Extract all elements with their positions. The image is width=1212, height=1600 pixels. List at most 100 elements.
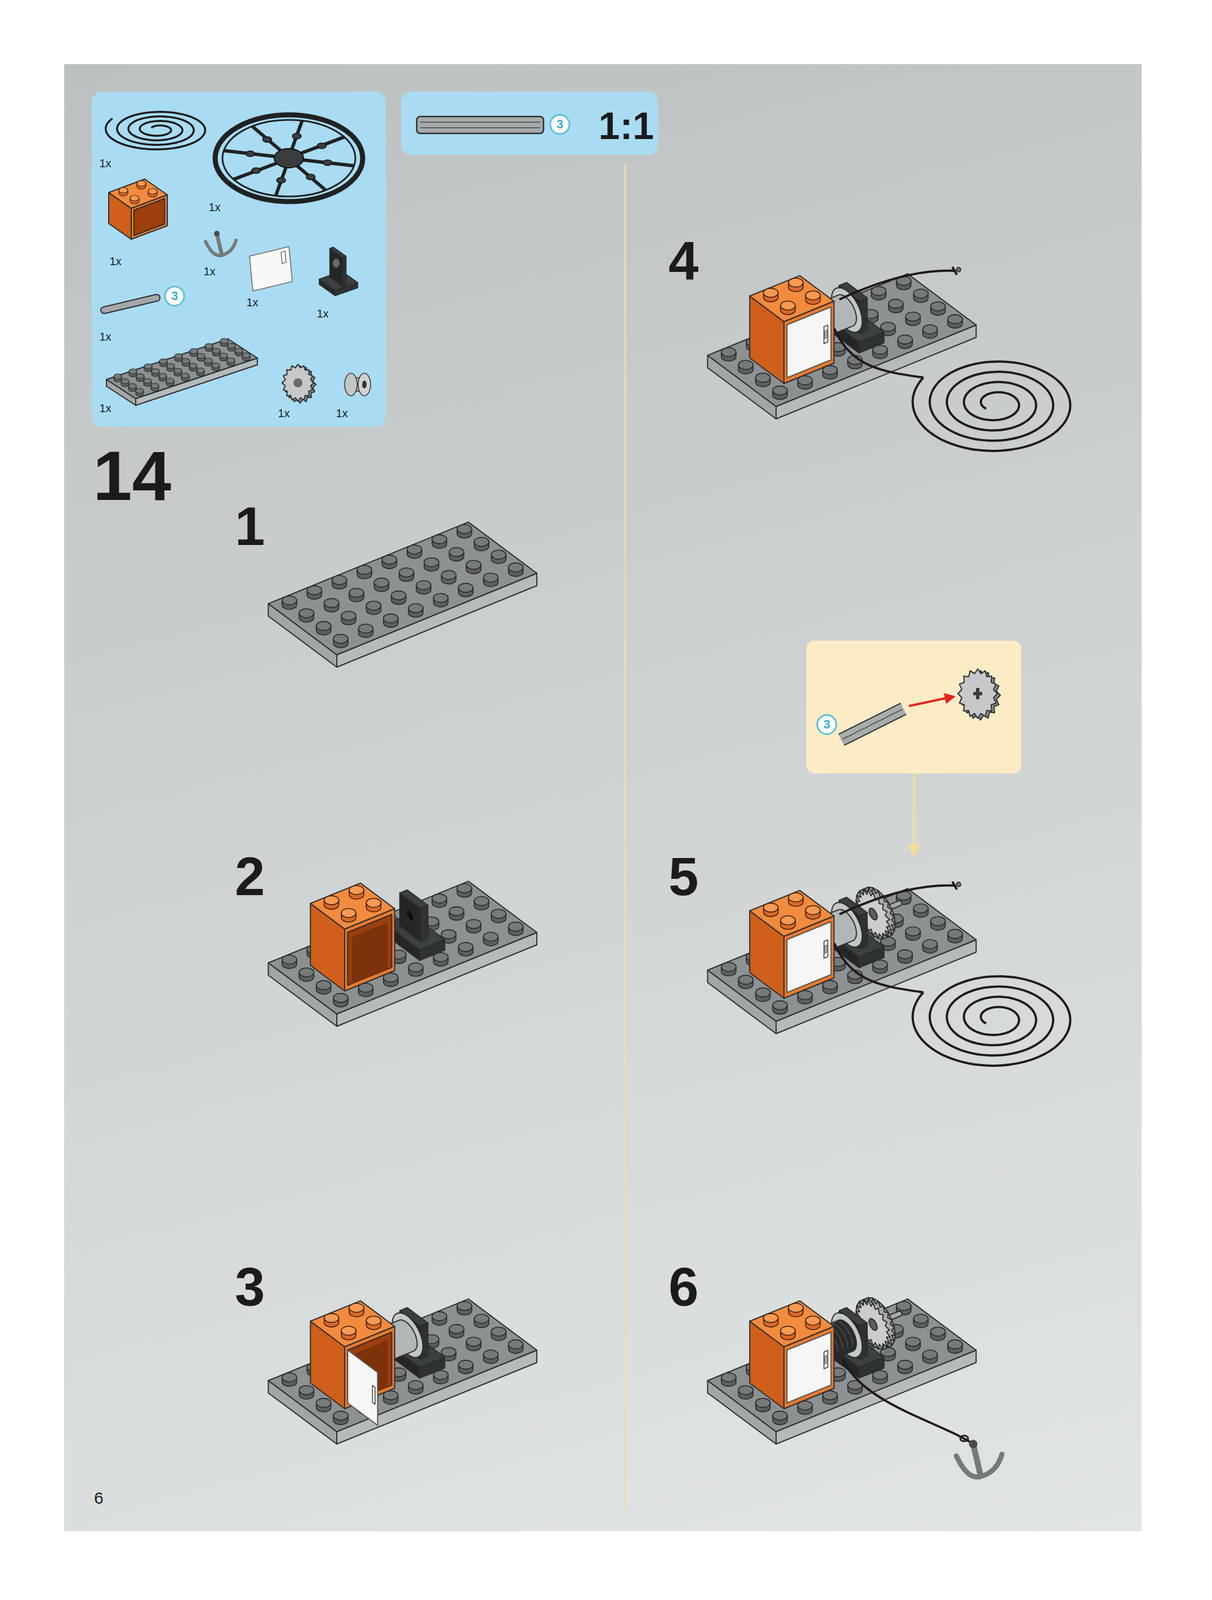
model-step	[707, 266, 1071, 452]
stud-top	[226, 358, 235, 364]
stud-top	[788, 1303, 804, 1313]
stud-top	[822, 980, 838, 990]
stud-top	[144, 363, 153, 369]
plate-top	[268, 522, 537, 655]
part-quantity: 1x	[208, 201, 221, 213]
door-panel	[249, 246, 293, 292]
hook-eye	[969, 1440, 978, 1450]
part-quantity: 1x	[316, 308, 329, 320]
stud-top	[316, 981, 332, 991]
string-coil	[912, 361, 1071, 452]
stud-top	[416, 581, 431, 591]
step-number: 6	[668, 1260, 699, 1315]
stud-top	[805, 291, 821, 301]
stud-top	[897, 1360, 913, 1370]
gear-hub	[293, 378, 303, 388]
wheel-spoke	[252, 126, 282, 151]
axle	[104, 297, 157, 311]
stud-top	[449, 907, 465, 917]
stud-top	[483, 932, 498, 942]
parts-list-panel: 1x1x1x1x31x1x1x1x1x1x	[91, 91, 386, 427]
stud-top	[204, 358, 213, 364]
stud-top	[341, 611, 356, 621]
hook-shank	[216, 233, 222, 253]
part-drawing	[91, 91, 386, 427]
wheel-ring	[215, 114, 363, 202]
stud-top	[333, 994, 349, 1004]
container-opening	[134, 198, 165, 236]
stud-top	[424, 558, 439, 568]
stud-top	[408, 603, 423, 613]
stud-top	[508, 563, 524, 573]
stud-top	[433, 1370, 449, 1380]
stud-top	[738, 360, 753, 370]
string	[843, 1360, 974, 1445]
door-handle	[825, 330, 827, 339]
door-handle	[823, 325, 828, 345]
stud-top	[431, 535, 447, 545]
string-coil	[105, 112, 206, 150]
stud-top	[227, 343, 236, 349]
axle-groove	[842, 709, 903, 740]
hook-arms	[956, 1454, 1002, 1478]
stud-top	[922, 1350, 938, 1360]
stud-top	[128, 368, 137, 374]
bracket-tab	[330, 247, 346, 258]
stud-top	[407, 545, 422, 555]
wheel-spoke	[275, 166, 287, 196]
part-quantity: 1x	[99, 402, 111, 414]
stud-top	[433, 593, 449, 603]
callout-arrow-head	[907, 844, 921, 858]
part-quantity: 1x	[203, 265, 216, 278]
stud-top	[947, 1340, 963, 1350]
scale-label: 1:1	[598, 106, 654, 145]
stud-top	[457, 1302, 472, 1312]
plate-side	[336, 1350, 537, 1445]
stud-top	[483, 1350, 498, 1360]
stud-top	[763, 1313, 779, 1323]
container-inside	[351, 923, 387, 984]
stud-top	[905, 927, 921, 937]
stud-top	[197, 353, 206, 359]
stud-top	[121, 379, 129, 385]
string	[839, 885, 955, 915]
stud-top	[316, 621, 332, 631]
insert-arrow	[909, 698, 947, 707]
stud-top	[128, 383, 137, 389]
stud-top	[508, 1340, 524, 1350]
stud-top	[483, 573, 498, 583]
stud-top	[780, 916, 796, 926]
stud-top	[332, 575, 347, 585]
stud-top	[381, 555, 397, 565]
stud-top	[166, 378, 175, 384]
hook-shank	[973, 1444, 980, 1474]
part-quantity: 1x	[99, 157, 111, 169]
stud-top	[357, 565, 372, 575]
wheel-spoke	[223, 150, 276, 157]
stud-top	[181, 358, 190, 364]
model-step	[268, 1299, 537, 1445]
wheel-spoke	[291, 120, 303, 150]
part-quantity: 1x	[99, 331, 111, 343]
stud-top	[930, 1327, 946, 1337]
stud-top	[763, 903, 779, 913]
stud-top	[896, 1302, 912, 1312]
gear-face	[282, 364, 314, 402]
stud-top	[441, 929, 457, 939]
stud-top	[212, 348, 221, 354]
wheel-ring	[222, 119, 356, 197]
stud-top	[316, 1398, 332, 1408]
door-handle	[823, 1351, 828, 1370]
gear-hub	[869, 908, 877, 921]
plate-top	[707, 1299, 977, 1433]
axle-length-box: 31:1	[400, 91, 658, 155]
axle-gauge	[416, 116, 544, 134]
callout-circle	[165, 286, 185, 306]
stud-top	[913, 904, 929, 914]
build-step-number: 14	[92, 440, 172, 511]
stud-top	[872, 345, 888, 355]
wheel-hub	[274, 148, 304, 168]
stud-top	[151, 368, 160, 374]
stud-top	[788, 893, 804, 903]
stud-top	[457, 524, 472, 534]
